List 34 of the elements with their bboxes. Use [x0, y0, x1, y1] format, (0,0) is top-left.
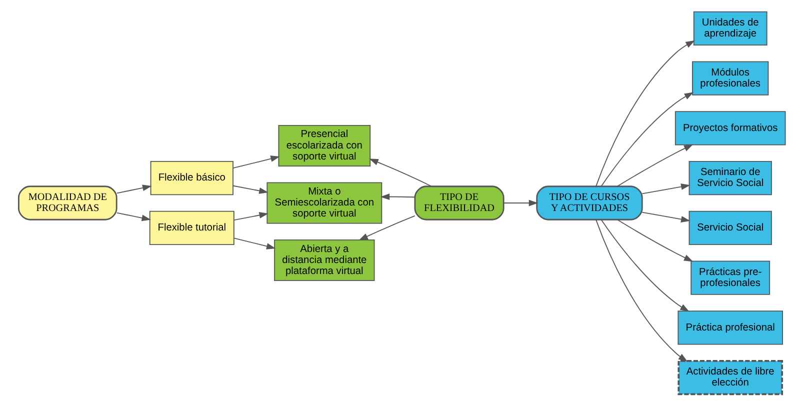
arrow: [369, 158, 432, 187]
arrow: [616, 144, 694, 187]
arrow: [600, 219, 690, 312]
arrow: [596, 40, 695, 187]
arrow: [596, 219, 688, 362]
arrow: [616, 219, 694, 262]
node-box: TIPO DE CURSOS Y ACTIVIDADES: [536, 186, 643, 220]
arrow: [232, 185, 268, 194]
node-box: Módulos profesionales: [692, 61, 769, 96]
arrow: [380, 194, 416, 200]
arrow: [234, 238, 276, 250]
arrow: [642, 184, 690, 194]
node-box: Actividades de libre elección: [678, 360, 783, 396]
node-box: Servicio Social: [688, 210, 772, 246]
arrow: [116, 184, 152, 194]
node-box: Presencial escolarizada con soporte virtual: [278, 124, 371, 167]
arrow: [642, 212, 690, 222]
node-box: Proyectos formativos: [674, 111, 786, 146]
node-box: Flexible tutorial: [149, 210, 234, 246]
node-box: Práctica profesional: [678, 310, 783, 345]
node-box: MODALIDAD DE PROGRAMAS: [18, 186, 118, 220]
node-box: Seminario de Servicio Social: [688, 160, 772, 196]
arrow: [234, 212, 268, 221]
node-box: Prácticas pre-profesionales: [690, 260, 770, 295]
arrow: [232, 156, 280, 169]
node-box: Unidades de aprendizaje: [693, 11, 768, 46]
node-box: TIPO DE FLEXIBILIDAD: [414, 186, 504, 220]
arrow: [503, 200, 538, 206]
node-box: Abierta y a distancia mediante plataforma virtual: [274, 239, 375, 282]
arrow: [600, 92, 694, 187]
arrow: [116, 212, 152, 222]
node-box: Mixta o Semiescolarizada con soporte virtual: [266, 182, 382, 224]
node-box: Flexible básico: [150, 160, 234, 196]
arrow: [358, 215, 416, 240]
